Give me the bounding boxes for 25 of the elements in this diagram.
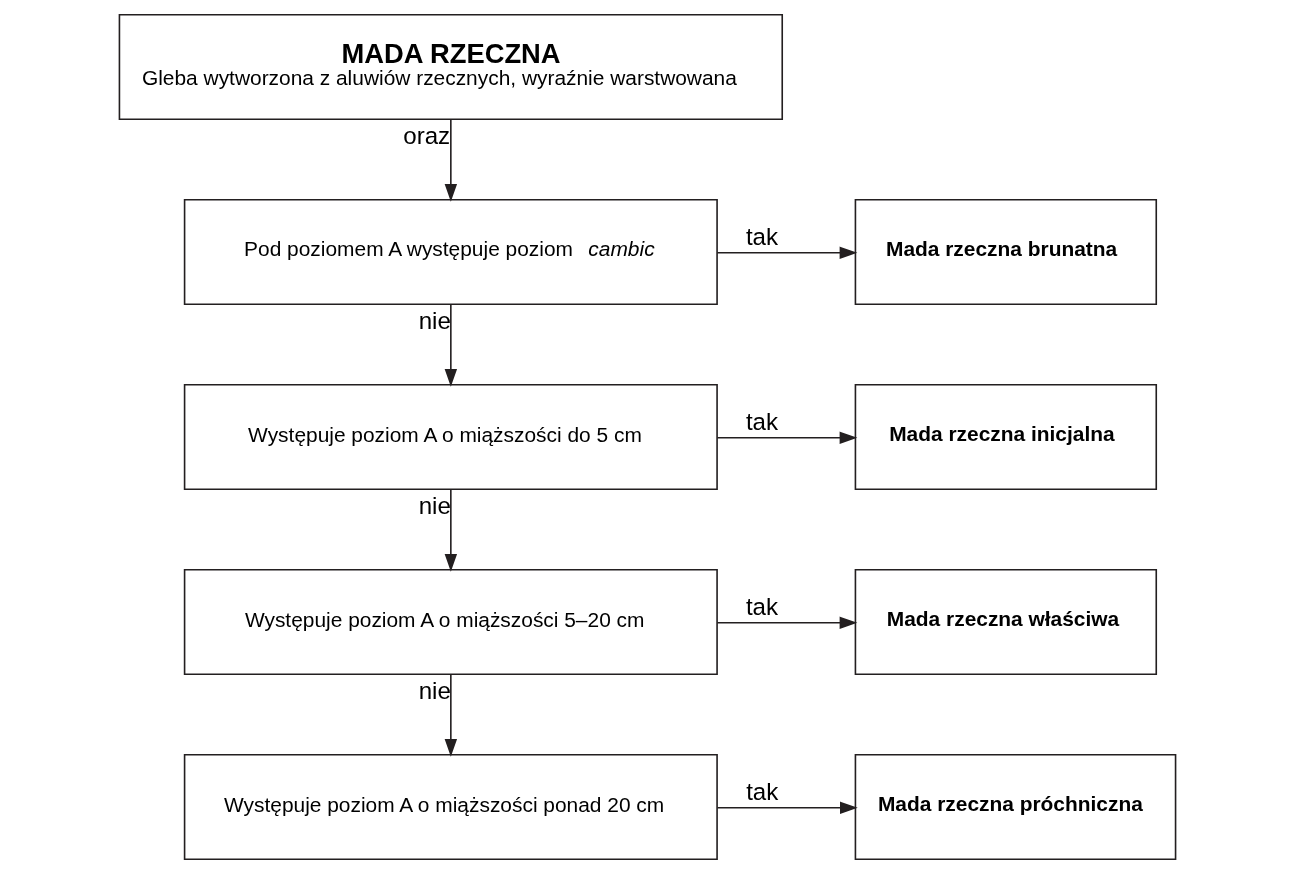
node-box: Występuje poziom A o miąższości ponad 20 cm [183,753,718,861]
arrow [444,488,458,572]
arrow [716,801,858,814]
node-box: MADA RZECZNA Gleba wytworzona z aluwiów rzecznych, wyraźnie warstwowana [118,13,784,121]
edge-label: nie [418,677,451,705]
edge-label: nie [418,492,451,520]
node-box: Mada rzeczna próchniczna [854,753,1177,861]
node-box: Pod poziomem A występuje poziom cambic [183,198,718,306]
node-box: Mada rzeczna właściwa [854,568,1158,676]
node-box: Występuje poziom A o miąższości do 5 cm [183,383,718,491]
arrow [716,431,858,444]
edge-label: oraz [403,122,451,150]
arrow [444,673,458,757]
arrow [716,246,858,259]
edge-label: tak [745,222,779,250]
arrow [444,303,458,387]
edge-label: tak [745,407,779,435]
node-box: Występuje poziom A o miąższości 5–20 cm [183,568,718,676]
arrow [716,616,858,629]
node-box: Mada rzeczna brunatna [854,198,1158,306]
edge-label: nie [418,307,451,335]
node-box: Mada rzeczna inicjalna [854,383,1158,491]
edge-label: tak [745,592,779,620]
arrow [444,118,458,202]
edge-label: tak [746,777,779,805]
